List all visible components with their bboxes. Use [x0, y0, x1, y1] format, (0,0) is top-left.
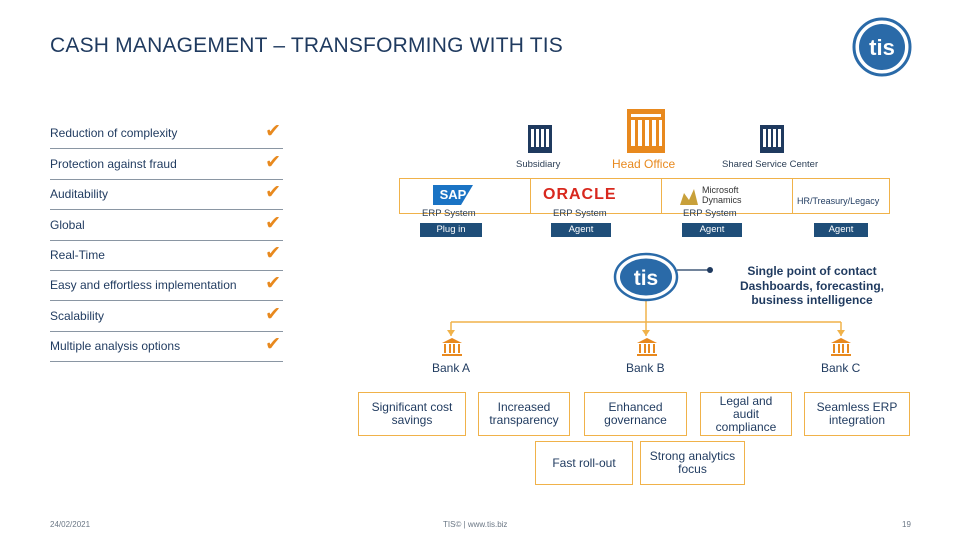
checkmark-icon: ✔	[265, 304, 281, 325]
head-office-label: Head Office	[612, 157, 676, 171]
feature-label: Protection against fraud	[50, 157, 177, 171]
benefit-box: Increased transparency	[478, 392, 570, 436]
feature-row: Scalability ✔	[50, 301, 283, 332]
feature-label: Scalability	[50, 309, 105, 323]
dynamics-logo-line1: Microsoft	[702, 185, 739, 195]
bank-b-label: Bank B	[626, 361, 665, 375]
benefit-box: Strong analytics focus	[640, 441, 745, 485]
feature-label: Easy and effortless implementation	[50, 278, 237, 292]
bank-icon	[442, 338, 462, 356]
tis-logo-icon: tis	[852, 17, 912, 77]
tis-hub-logo-icon: tis	[613, 252, 679, 302]
dynamics-logo-icon	[680, 189, 698, 205]
footer-date: 24/02/2021	[50, 520, 91, 529]
hub-logo-text: tis	[634, 267, 659, 290]
feature-row: Global ✔	[50, 210, 283, 241]
page-number: 19	[902, 520, 911, 529]
benefit-box: Legal and audit compliance	[700, 392, 792, 436]
benefit-box: Significant cost savings	[358, 392, 466, 436]
erp-system-label: ERP System	[553, 208, 607, 219]
hub-description: Single point of contact Dashboards, fore…	[732, 264, 892, 308]
subsidiary-label: Subsidiary	[516, 159, 561, 170]
bank-icon	[831, 338, 851, 356]
dynamics-logo-text: Microsoft Dynamics	[702, 185, 742, 205]
feature-row: Multiple analysis options ✔	[50, 331, 283, 362]
sap-logo-box: SAP	[399, 178, 531, 214]
plugin-badge: Plug in	[420, 223, 482, 237]
shared-service-center-label: Shared Service Center	[722, 159, 819, 170]
erp-system-label: ERP System	[422, 208, 476, 219]
checkmark-icon: ✔	[265, 273, 281, 294]
dynamics-logo-box: Microsoft Dynamics	[661, 178, 793, 214]
agent-badge: Agent	[682, 223, 742, 237]
bank-icon	[637, 338, 657, 356]
checkmark-icon: ✔	[265, 213, 281, 234]
feature-label: Real-Time	[50, 248, 105, 262]
dynamics-logo-line2: Dynamics	[702, 195, 742, 205]
svg-text:tis: tis	[869, 35, 895, 60]
bank-c-label: Bank C	[821, 361, 861, 375]
feature-row: Protection against fraud ✔	[50, 149, 283, 180]
checkmark-icon: ✔	[265, 121, 281, 142]
agent-badge: Agent	[551, 223, 611, 237]
feature-label: Multiple analysis options	[50, 339, 181, 353]
office-building-icon	[760, 125, 784, 153]
hub-line: Dashboards, forecasting,	[739, 278, 885, 293]
feature-label: Global	[50, 218, 85, 232]
benefit-box: Enhanced governance	[584, 392, 687, 436]
benefit-box: Seamless ERP integration	[804, 392, 910, 436]
hub-line: business intelligence	[751, 293, 873, 307]
legacy-label: HR/Treasury/Legacy	[797, 196, 880, 206]
checkmark-icon: ✔	[265, 152, 281, 173]
office-building-icon	[528, 125, 552, 153]
oracle-logo-box: ORACLE	[530, 178, 662, 214]
benefit-box: Fast roll-out	[535, 441, 633, 485]
sap-logo: SAP	[433, 185, 473, 205]
page-title: CASH MANAGEMENT – TRANSFORMING WITH TIS	[50, 34, 564, 57]
feature-row: Auditability ✔	[50, 179, 283, 210]
feature-row: Real-Time ✔	[50, 240, 283, 271]
footer-copyright: TIS© | www.tis.biz	[443, 520, 508, 529]
feature-label: Reduction of complexity	[50, 126, 178, 140]
feature-row: Reduction of complexity ✔	[50, 118, 283, 149]
hub-line: Single point of contact	[747, 264, 877, 278]
legacy-logo-box: HR/Treasury/Legacy	[792, 178, 890, 214]
feature-row: Easy and effortless implementation ✔	[50, 270, 283, 301]
bank-a-label: Bank A	[432, 361, 471, 375]
checkmark-icon: ✔	[265, 243, 281, 264]
checkmark-icon: ✔	[265, 182, 281, 203]
office-building-icon	[627, 109, 665, 153]
erp-system-label: ERP System	[683, 208, 737, 219]
checkmark-icon: ✔	[265, 334, 281, 355]
agent-badge: Agent	[814, 223, 868, 237]
feature-label: Auditability	[50, 187, 109, 201]
oracle-logo: ORACLE	[543, 186, 617, 203]
